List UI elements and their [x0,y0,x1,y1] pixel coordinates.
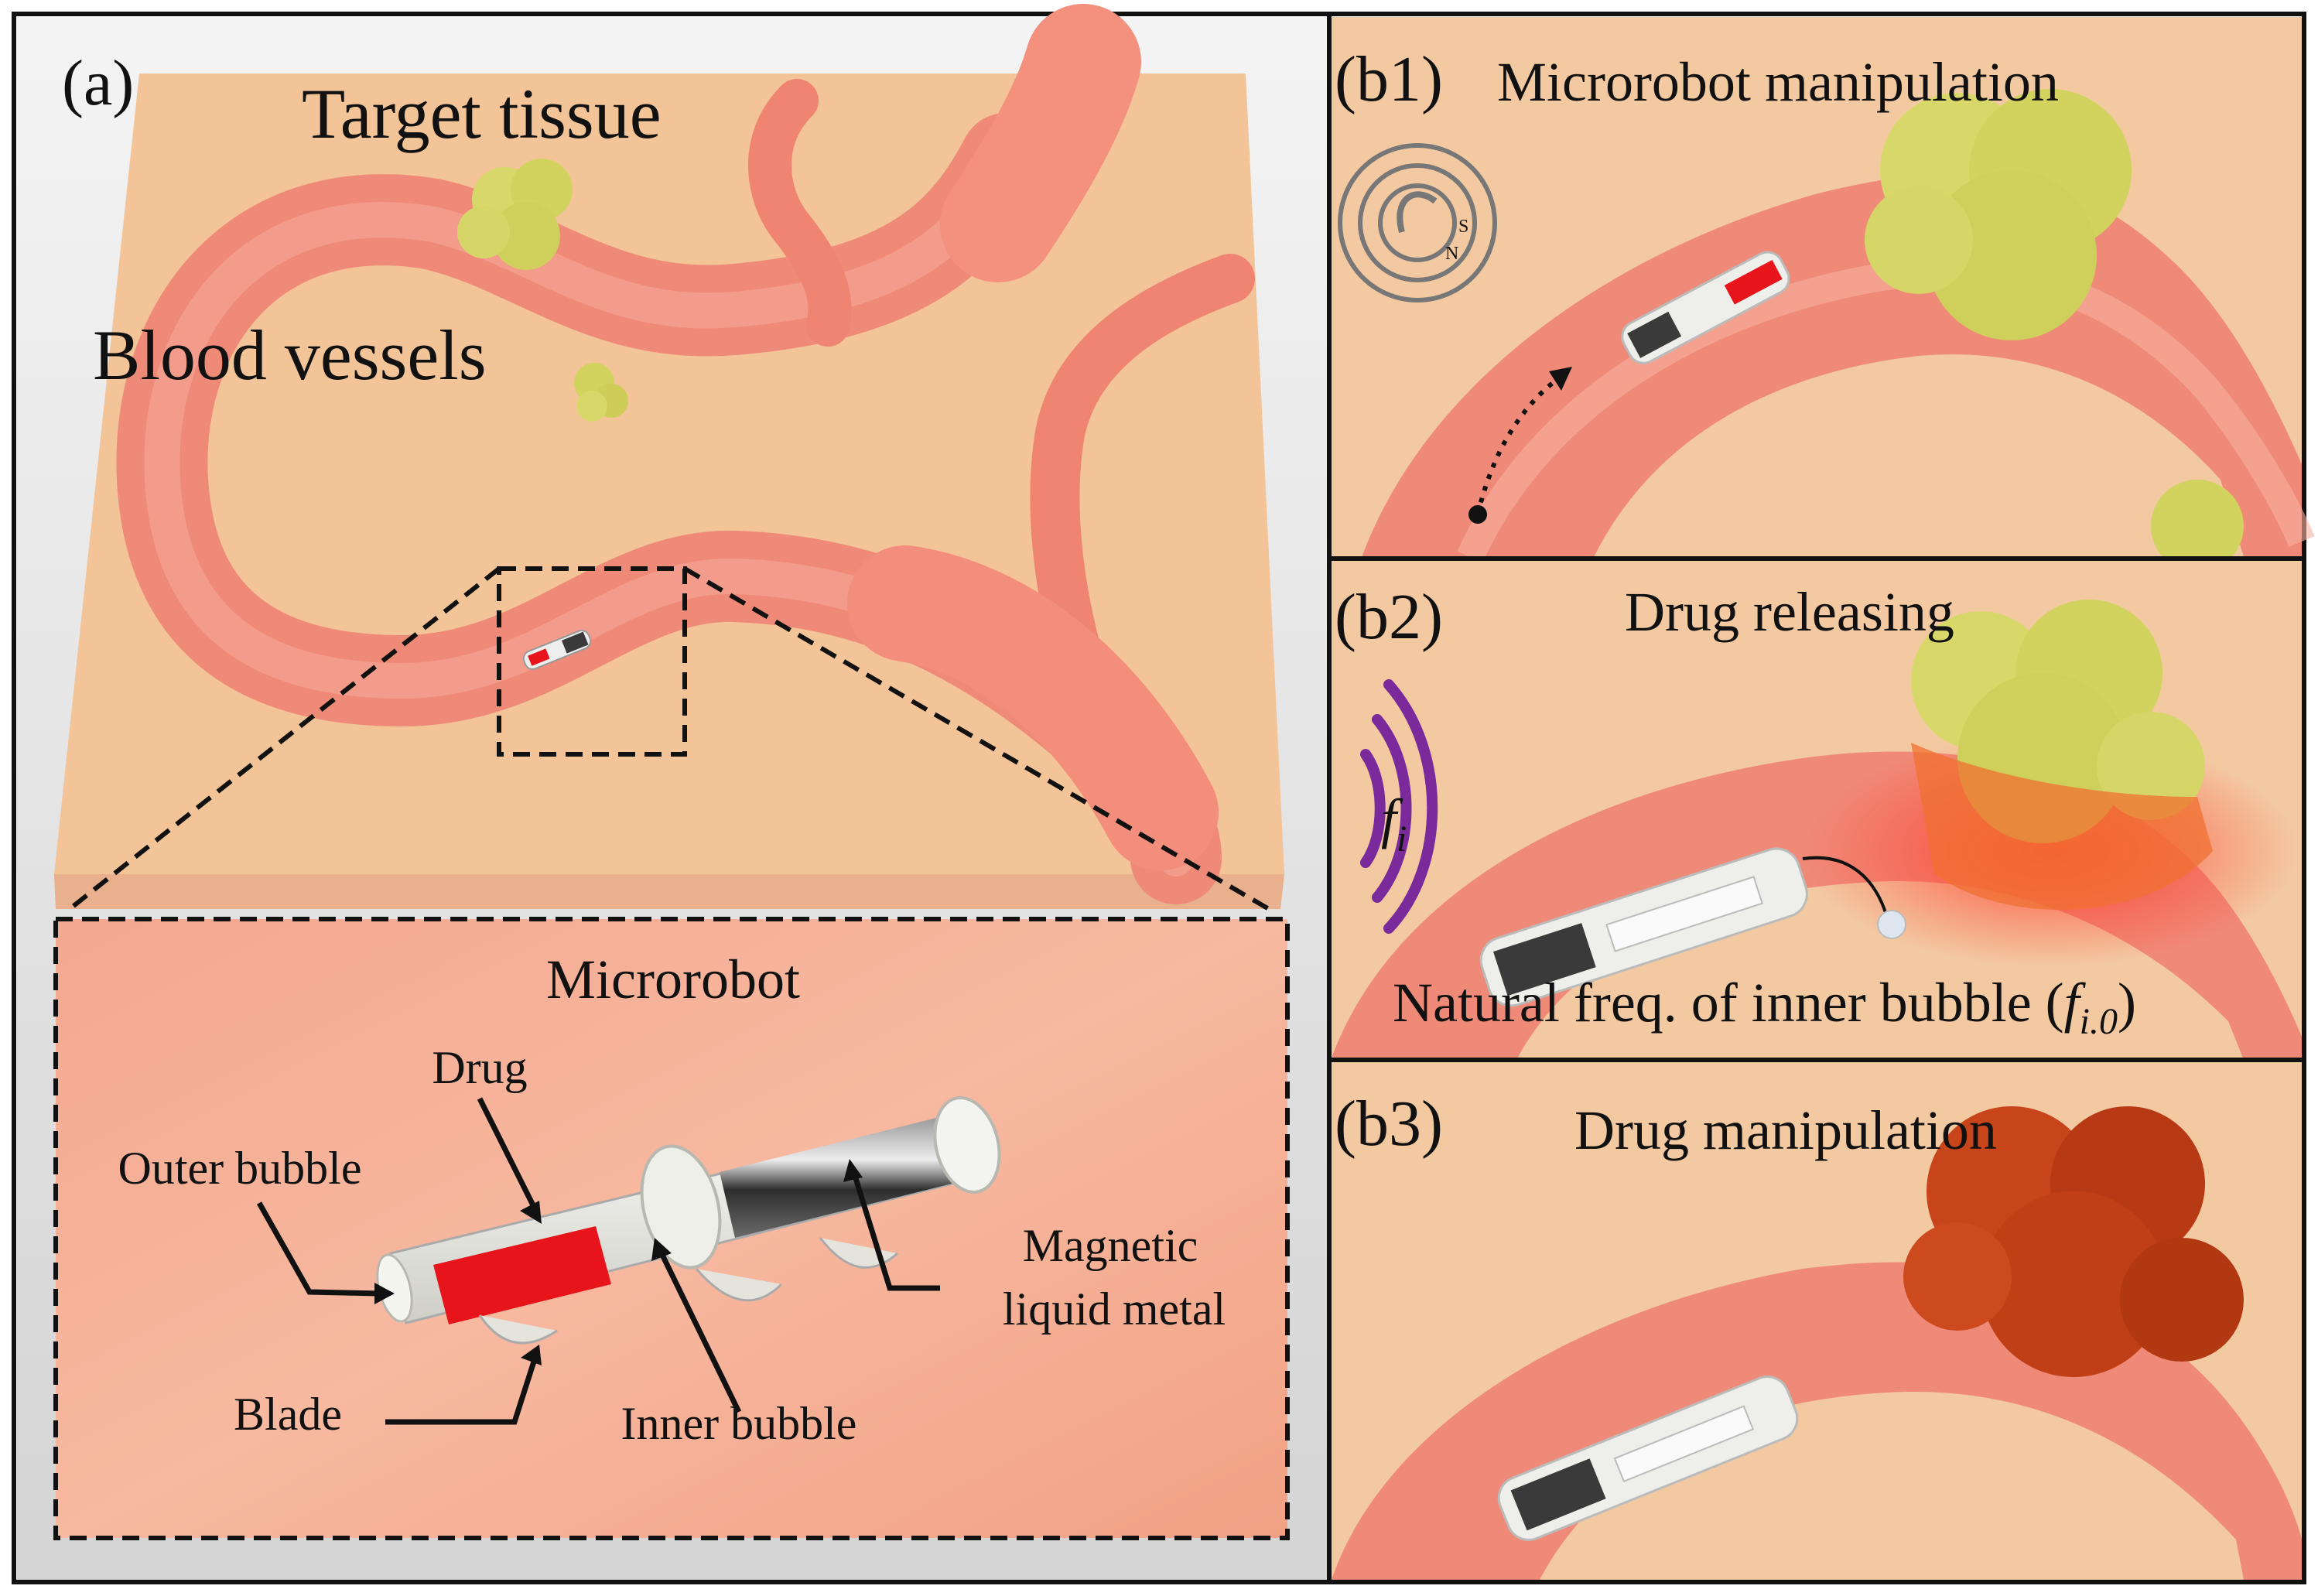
panel-a: (a) Target tissue Blood vessels Microrob… [17,4,1332,1581]
panel-b1: N S (b1) Microrobot manipulation [1332,17,2315,572]
blood-vessels-label: Blood vessels [93,316,487,395]
magnetic-field-icon [1338,143,1497,302]
target-tissue-label: Target tissue [302,74,662,153]
magnetic-label-line1: Magnetic [1023,1220,1198,1271]
tissue-slab-side [54,874,1284,909]
drug-segment [433,1226,611,1324]
natural-frequency-caption: Natural freq. of inner bubble (fi.0) [1393,972,2136,1042]
outer-bubble-label: Outer bubble [118,1143,362,1194]
panel-a-label: (a) [62,47,134,119]
small-tumor [574,363,628,422]
magnet-n: N [1445,244,1458,264]
microrobot-small [522,630,592,670]
tumor-b3-treated [1903,1106,2244,1377]
release-path [1802,856,1889,921]
tumor-b2 [1911,600,2213,910]
magnet-s: S [1458,217,1468,237]
magnetic-label-line2: liquid metal [1003,1283,1226,1335]
microrobot-model [376,1096,1001,1345]
microrobot-inset [53,917,1290,1540]
zoom-box [497,566,687,757]
panel-b2: fi (b2) Drug releasing Natural freq. of … [1331,561,2302,1060]
panel-b1-title: Microrobot manipulation [1497,51,2059,113]
callout-arrowheads [374,1159,863,1365]
microrobot-b2 [1479,847,1808,1007]
blood-vessel-network [116,4,1255,904]
tumor-b1 [1865,89,2244,572]
blade-label: Blade [234,1389,342,1440]
target-tissue-tumor [457,159,573,270]
panel-b3: (b3) Drug manipulation [1332,1062,2302,1580]
microrobot-b3 [1497,1376,1799,1541]
panel-b3-title: Drug manipulation [1574,1099,1997,1161]
panel-b2-label: (b2) [1335,581,1443,653]
microrobot-b1 [1621,251,1790,364]
callout-arrows [256,1097,940,1425]
trajectory [1475,373,1564,515]
inner-bubble-label: Inner bubble [621,1398,857,1449]
drug-label: Drug [432,1042,527,1093]
acoustic-wave-icon [1360,679,1438,934]
blade [478,1314,558,1345]
panel-b3-label: (b3) [1335,1088,1443,1160]
magnetic-liquid-metal [720,1118,952,1238]
inset-title: Microrobot [546,948,800,1010]
panel-b2-title: Drug releasing [1625,581,1954,643]
panel-b1-label: (b1) [1335,43,1443,115]
